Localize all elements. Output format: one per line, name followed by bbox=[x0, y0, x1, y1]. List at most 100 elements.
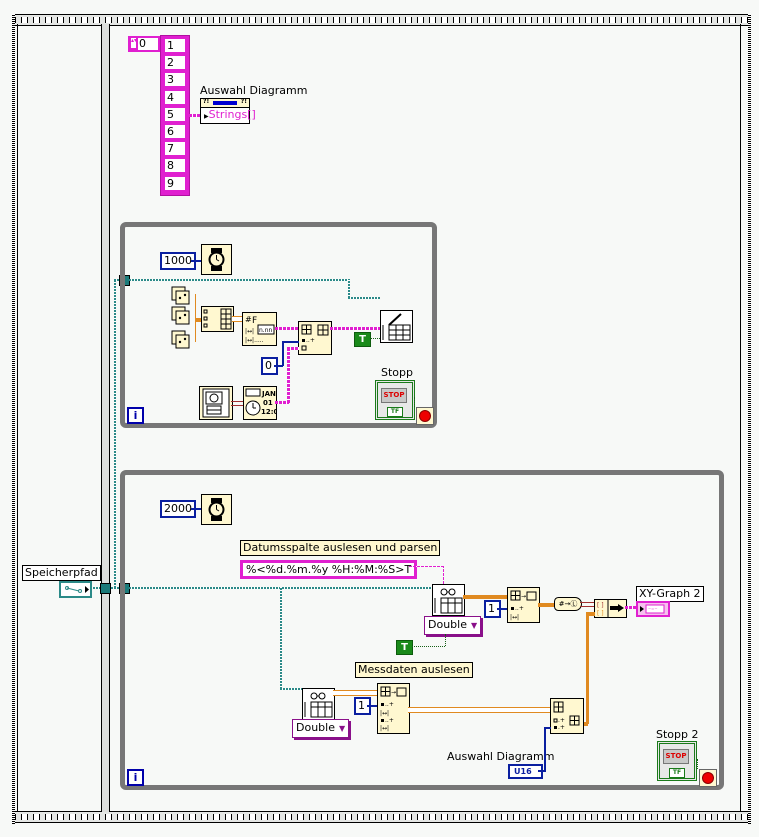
bool-wire-2-v bbox=[445, 634, 447, 646]
loop1-iteration-terminal: i bbox=[127, 407, 144, 424]
read-type-selector-2[interactable]: Double▼ bbox=[292, 719, 350, 738]
selector-wire-h bbox=[538, 770, 546, 772]
column-wire bbox=[538, 603, 556, 607]
svg-text:#: # bbox=[245, 315, 252, 324]
read-type-value-1: Double bbox=[428, 618, 467, 631]
flat-sequence-bottom-border bbox=[13, 811, 750, 823]
loop1-stop-terminal[interactable] bbox=[416, 407, 434, 425]
stop-face-1: STOP bbox=[381, 388, 407, 403]
read-spreadsheet-node-1[interactable] bbox=[432, 584, 465, 616]
bool-wire-1 bbox=[370, 338, 380, 340]
svg-text:..+: ..+ bbox=[385, 701, 394, 708]
while-loop-1[interactable] bbox=[120, 222, 437, 428]
random-number-dice-icon[interactable] bbox=[171, 330, 191, 350]
svg-text:F: F bbox=[252, 316, 257, 326]
wait-wire-1 bbox=[191, 260, 201, 262]
selector-wire-h2 bbox=[544, 727, 551, 729]
to-timestamp-node[interactable]: #→Ⓛ bbox=[554, 597, 582, 611]
speicherpfad-control[interactable] bbox=[59, 581, 92, 598]
read-spreadsheet-node-2[interactable] bbox=[302, 688, 335, 720]
format-wire-v bbox=[443, 566, 444, 584]
svg-text:.+: .+ bbox=[558, 717, 565, 724]
sequence-tunnel bbox=[100, 583, 111, 594]
string-array-constant[interactable]: 1 2 3 4 5 6 7 8 9 bbox=[160, 35, 190, 196]
write-spreadsheet-node[interactable] bbox=[380, 310, 413, 343]
data-wire-up bbox=[586, 612, 589, 724]
dropdown-arrow-icon: ▼ bbox=[470, 621, 478, 630]
cluster-wire bbox=[625, 606, 636, 609]
loop2-stop-terminal[interactable] bbox=[699, 769, 717, 787]
svg-text:→: → bbox=[391, 689, 396, 696]
wristwatch-icon bbox=[208, 248, 225, 271]
index-constant-0[interactable]: 0 bbox=[261, 357, 278, 375]
property-strings: Strings[] bbox=[208, 108, 256, 121]
wait-ms-node-1[interactable] bbox=[201, 244, 232, 275]
array-element[interactable]: 3 bbox=[165, 73, 185, 87]
format-string-constant[interactable]: %<%d.%m.%y %H:%M:%S>T bbox=[240, 560, 418, 579]
frame-1-left-line bbox=[17, 24, 18, 812]
xy-graph-icon: ⁻⁼⁻ bbox=[640, 604, 665, 614]
array-index-display[interactable]: ▴▾ 0 bbox=[128, 36, 160, 52]
get-date-time-node[interactable] bbox=[199, 386, 233, 420]
array-element[interactable]: 8 bbox=[165, 159, 185, 173]
path-wire-loop1 bbox=[129, 279, 349, 281]
format-wire bbox=[409, 566, 443, 567]
random-number-dice-icon[interactable] bbox=[171, 286, 191, 306]
bundle-node[interactable]: [ ][ ] bbox=[594, 599, 627, 618]
array-element[interactable]: 2 bbox=[165, 56, 185, 70]
svg-text:JAN: JAN bbox=[261, 390, 276, 398]
svg-text:[ ]: [ ] bbox=[597, 602, 604, 609]
random-number-dice-icon[interactable] bbox=[171, 306, 191, 326]
stop-label-1: Stopp bbox=[381, 366, 413, 379]
data-wire-to-bundle bbox=[586, 612, 595, 616]
data-wire-out bbox=[582, 722, 588, 726]
array-index-value[interactable]: 0 bbox=[138, 38, 158, 50]
stop-wire-1 bbox=[414, 397, 416, 407]
stop-face-2: STOP bbox=[663, 749, 689, 764]
index-array-icon: →..+|↔|..+|↔| bbox=[380, 686, 407, 732]
stop-button-1[interactable]: STOP TF bbox=[375, 380, 415, 420]
insert-array-icon: ..+ bbox=[301, 324, 329, 351]
svg-text:|↔|: |↔| bbox=[380, 725, 389, 732]
index-array-node-2[interactable]: →..+|↔|..+|↔| bbox=[377, 683, 410, 734]
date-string-wire-v bbox=[287, 348, 290, 403]
svg-text:01: 01 bbox=[263, 399, 273, 407]
flat-sequence-frame-divider[interactable] bbox=[101, 24, 110, 812]
while-loop-2[interactable] bbox=[120, 470, 724, 790]
xy-graph-terminal[interactable]: ⁻⁼⁻ bbox=[636, 601, 670, 617]
transpose-true-constant[interactable]: T bbox=[396, 640, 413, 655]
index-array-node-1[interactable]: →..+|↔| bbox=[507, 587, 540, 623]
index-spinner-icon[interactable]: ▴▾ bbox=[131, 38, 137, 48]
array-element[interactable]: 9 bbox=[165, 176, 185, 190]
stop-button-2[interactable]: STOP TF bbox=[657, 741, 697, 781]
array-element[interactable]: 7 bbox=[165, 142, 185, 156]
array-element[interactable]: 6 bbox=[165, 125, 185, 138]
svg-text:..+: ..+ bbox=[306, 337, 315, 344]
index-array-icon: →..+|↔| bbox=[510, 590, 537, 621]
read-type-value-2: Double bbox=[296, 721, 335, 734]
read-type-selector-1[interactable]: Double▼ bbox=[424, 616, 482, 635]
svg-text:|↔|.....: |↔|..... bbox=[245, 337, 264, 344]
append-true-constant-1[interactable]: T bbox=[354, 332, 371, 347]
flat-sequence-right-edge bbox=[748, 14, 751, 824]
svg-text:|↔|: |↔| bbox=[380, 710, 389, 717]
property-node[interactable]: ?! ?! ▶Strings[] bbox=[200, 98, 256, 124]
build-array-node[interactable] bbox=[201, 306, 234, 332]
wait-ms-constant-2[interactable]: 2000 bbox=[160, 500, 196, 518]
flat-sequence-top-border bbox=[13, 14, 750, 26]
stop-label-2: Stopp 2 bbox=[656, 728, 699, 741]
path-wire-to-loop1 bbox=[114, 279, 122, 281]
index-array-node-3[interactable]: .+.+ bbox=[550, 698, 584, 734]
array-element[interactable]: 5 bbox=[165, 107, 185, 121]
warning-icon: ?! bbox=[240, 98, 247, 105]
stop-tf-2: TF bbox=[669, 768, 685, 778]
wait-ms-node-2[interactable] bbox=[201, 494, 232, 525]
measure-2d-wire bbox=[408, 707, 551, 713]
array-element[interactable]: 1 bbox=[165, 39, 185, 52]
svg-text:|↔|: |↔| bbox=[245, 328, 254, 335]
array-element[interactable]: 4 bbox=[165, 90, 185, 104]
insert-into-array-node[interactable]: ..+ bbox=[298, 321, 332, 355]
svg-text:.+: .+ bbox=[558, 724, 565, 731]
